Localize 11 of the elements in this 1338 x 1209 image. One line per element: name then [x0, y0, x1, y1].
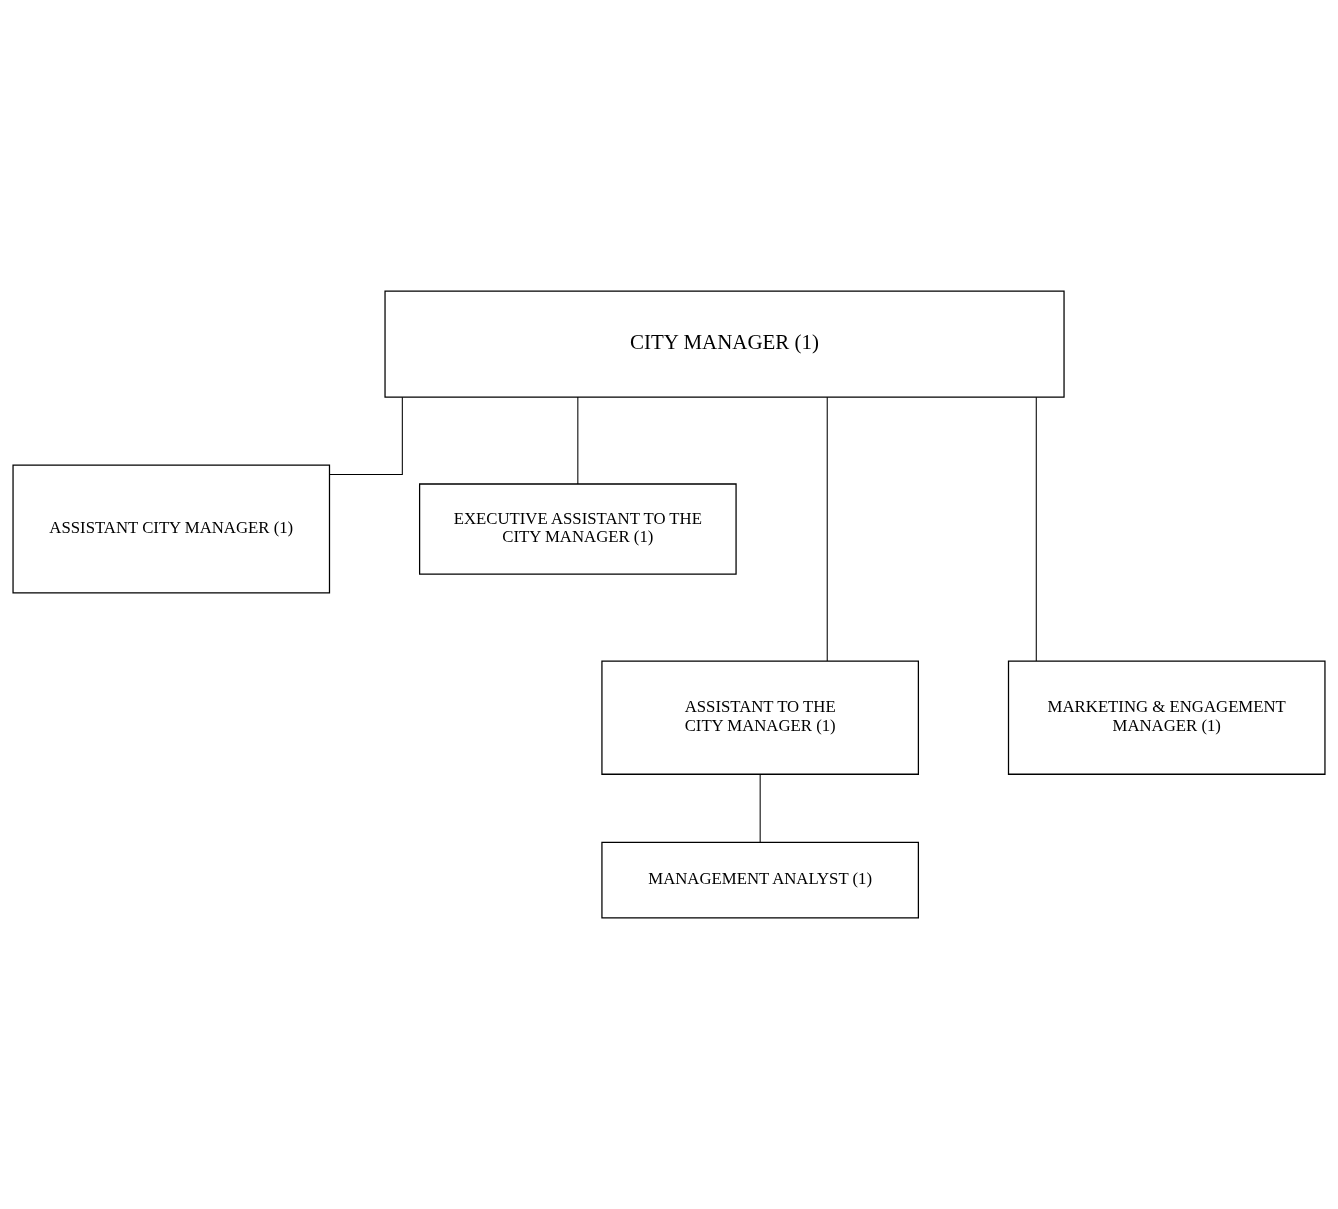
node-box: CITY MANAGER (1)	[384, 290, 1065, 398]
node-box: ASSISTANT CITY MANAGER (1)	[12, 464, 331, 594]
connector	[759, 773, 761, 843]
connector	[329, 396, 403, 476]
connector	[1035, 396, 1037, 662]
connector	[826, 396, 828, 662]
node-box: MANAGEMENT ANALYST (1)	[601, 841, 919, 919]
node-box: EXECUTIVE ASSISTANT TO THE CITY MANAGER (1)	[419, 483, 737, 575]
connector	[577, 396, 579, 485]
node-box: ASSISTANT TO THE CITY MANAGER (1)	[601, 660, 919, 775]
node-box: MARKETING & ENGAGEMENT MANAGER (1)	[1007, 660, 1326, 775]
